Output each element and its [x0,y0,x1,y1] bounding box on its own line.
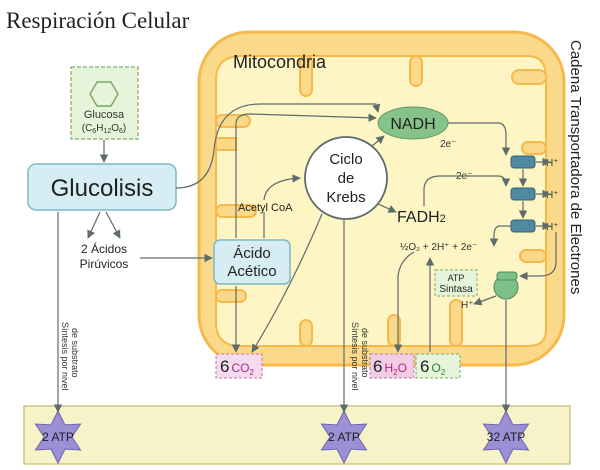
substrate-label-left: Síntesis por nivel de substrato [60,322,80,391]
electrons-label-top: 2e⁻ [440,139,456,150]
substrate-label-mid: Síntesis por nivel de substrato [350,322,370,391]
acetic-label-line1: Ácido [233,245,271,262]
arrow-krebs-co2 [251,213,323,353]
proton-pump-2 [510,187,536,201]
page-title: Respiración Celular [6,8,190,33]
pyruvic-label-line1: 2 Ácidos [81,241,127,256]
arrow-glycolysis-pyruvic-left [87,211,101,239]
proton-pump-3 [510,219,536,233]
arrow-glycolysis-nadh [175,103,381,189]
atp-mid-label: 2 ATP [328,430,360,444]
arrow-fadh2-etc [423,175,511,206]
atp-star-left [34,409,82,465]
arrow-synthase-proton [473,295,497,306]
glucose-name: Glucosa [84,109,125,121]
arrow-acetic-nadh [235,113,377,238]
arrow-etc-water [489,225,511,247]
atp-band [23,405,571,465]
svg-text:Síntesis por nivel: Síntesis por nivel [60,322,70,391]
arrow-nadh-etc [448,122,511,156]
flow-arrows [53,103,557,413]
glycolysis-label: Glucolisis [51,175,154,202]
co2-box [215,353,263,379]
proton-label-3: H⁺ [546,222,559,233]
h2o-box [369,353,415,379]
atp-star-mid [320,409,368,465]
krebs-label-line2: de [338,170,355,187]
svg-text:Síntesis por nivel: Síntesis por nivel [350,322,360,391]
etc-label: Cadena Transportadora de Electrones [567,40,584,294]
svg-text:de substrato: de substrato [360,328,370,378]
atp-synthase-line1: ATP [448,273,465,283]
atp-synthase-box [434,269,478,297]
hexagon-icon [89,81,119,107]
atp-left-label: 2 ATP [42,430,74,444]
nadh-label: NADH [390,116,435,133]
pyruvic-label-line2: Pirúvicos [80,257,129,271]
glucose-box: Glucosa (C6H12O6) [70,66,139,140]
proton-pumps [510,155,536,233]
arrow-protons-synthase [519,232,557,281]
water-reaction-label: ½O₂ + 2H⁺ + 2e⁻ [400,242,477,253]
atp-synthase-icon [493,271,519,300]
o2-box [415,353,461,379]
krebs-label-line1: Ciclo [329,151,362,168]
atp-star-right [482,409,530,465]
glucose-formula: (C6H12O6) [82,123,127,135]
acetic-acid-box [213,239,291,285]
proton-pump-1 [510,155,536,169]
acetyl-coa-label: Acetyl CoA [238,202,293,214]
arrow-krebs-fadh2 [377,203,397,213]
acetic-label-line2: Acético [227,263,276,280]
proton-label-1: H⁺ [546,158,559,169]
krebs-label-line3: Krebs [326,189,365,206]
fadh2-label: FADH2 [397,209,446,226]
glycolysis-box [27,163,177,211]
arrow-glycolysis-pyruvic-right [105,211,121,239]
atp-right-label: 32 ATP [487,430,525,444]
arrow-reaction-h2o [393,251,415,353]
arrow-krebs-nadh [371,135,385,147]
atp-synthase-line2: Sintasa [439,284,473,295]
proton-label-4: H⁺ [461,300,474,311]
arrow-acetylcoa-krebs [263,174,301,201]
proton-label-2: H⁺ [546,190,559,201]
svg-text:de substrato: de substrato [70,328,80,378]
krebs-cycle-circle [304,136,388,220]
mitochondria-label: Mitocondria [233,52,327,72]
